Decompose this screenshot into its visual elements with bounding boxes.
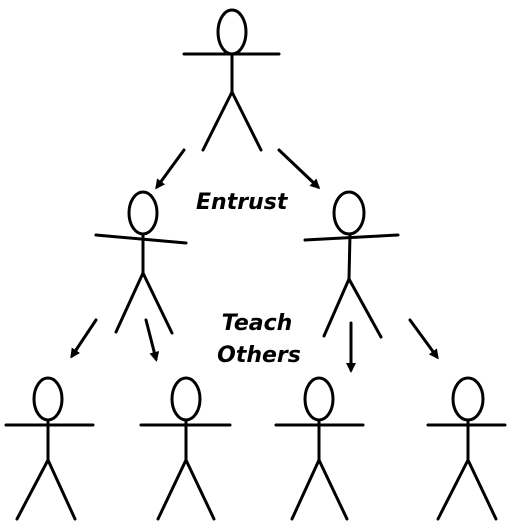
head-icon <box>451 376 485 422</box>
right-leg-line <box>347 277 383 339</box>
body-line <box>347 232 352 281</box>
arrows-top <box>155 148 321 190</box>
left-leg-line <box>201 90 234 152</box>
stick-figure-bottom-3 <box>274 376 365 521</box>
arrows-bottom <box>70 318 439 373</box>
arrow-entrust-left <box>155 148 186 190</box>
left-leg-line <box>290 458 321 521</box>
right-leg-line <box>141 271 174 335</box>
stick-figure-mid-right <box>303 190 400 339</box>
arms-line <box>94 233 188 245</box>
teach-label: Teach <box>221 311 293 336</box>
left-leg-line <box>15 458 50 521</box>
left-leg-line <box>436 458 470 521</box>
head-icon <box>170 376 202 422</box>
arms-line <box>303 233 400 242</box>
arrow-teach-far-right <box>408 318 439 360</box>
right-leg-line <box>46 458 77 521</box>
entrust-label: Entrust <box>196 190 288 215</box>
stick-figure-bottom-2 <box>139 376 232 521</box>
stick-figure-top <box>182 8 281 152</box>
left-leg-line <box>156 458 188 521</box>
stick-figure-bottom-1 <box>4 376 95 521</box>
others-label: Others <box>217 343 301 368</box>
stick-figure-bottom-4 <box>426 376 507 521</box>
right-leg-line <box>230 90 263 152</box>
head-icon <box>32 376 64 422</box>
head-icon <box>127 190 159 236</box>
right-leg-line <box>184 458 216 521</box>
head-icon <box>303 376 335 422</box>
stick-figure-mid-left <box>94 190 188 335</box>
left-leg-line <box>322 277 351 338</box>
right-leg-line <box>466 458 498 521</box>
left-leg-line <box>114 271 145 334</box>
arrow-entrust-right <box>277 148 321 190</box>
right-leg-line <box>317 458 349 521</box>
arrow-teach-far-left <box>70 318 98 359</box>
arrow-teach-left <box>144 318 160 362</box>
head-icon <box>332 190 366 236</box>
head-icon <box>216 8 248 56</box>
